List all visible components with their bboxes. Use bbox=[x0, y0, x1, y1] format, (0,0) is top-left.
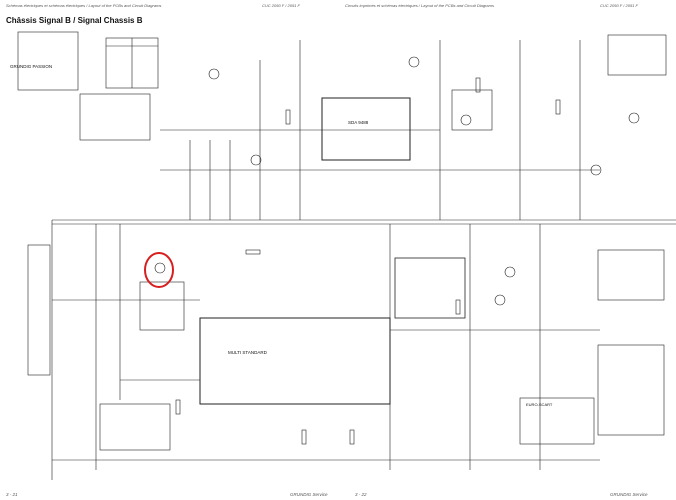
header-center-left: CUC 2050 F / 2051 F bbox=[262, 3, 300, 8]
footer-right: GRUNDIG Service bbox=[610, 492, 648, 497]
footer-page-left: 3 - 21 bbox=[6, 492, 18, 497]
ic-top-label: SDA 9488 bbox=[348, 120, 369, 125]
header-far-right: CUC 2050 F / 2051 F bbox=[600, 3, 638, 8]
brand-label: GRUNDIG PASSION bbox=[10, 64, 52, 69]
footer-center: GRUNDIG Service bbox=[290, 492, 328, 497]
highlight-circle bbox=[144, 252, 174, 288]
header-right: Circuits imprimés et schémas électriques… bbox=[345, 3, 494, 8]
ic-main-label: MULTI STANDARD bbox=[228, 350, 268, 355]
header-left: Schémas électriques et schémas électriqu… bbox=[6, 3, 162, 8]
page-title: Châssis Signal B / Signal Chassis B bbox=[6, 16, 143, 25]
footer-page-right: 3 - 22 bbox=[355, 492, 367, 497]
block-right-label: EURO-SCART bbox=[526, 402, 553, 407]
